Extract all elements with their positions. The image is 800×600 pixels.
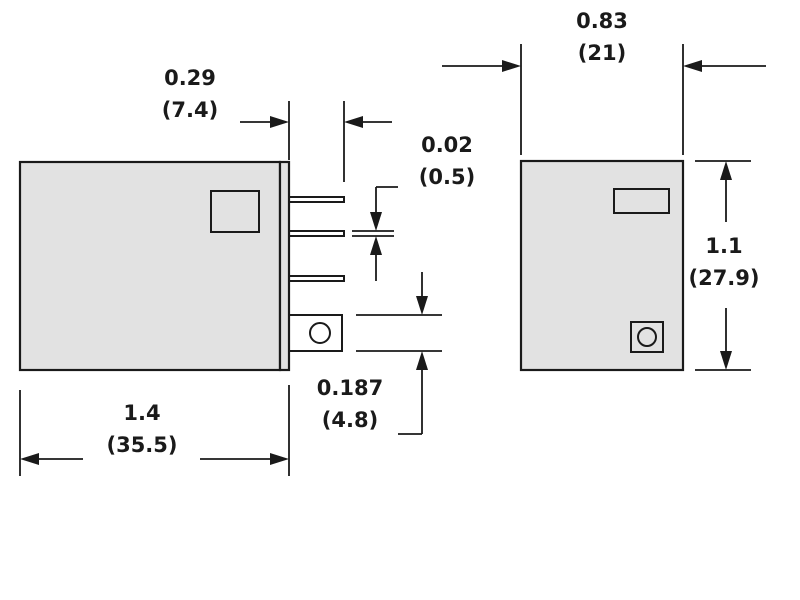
dim-pin-thickness: 0.02 (0.5) (352, 133, 475, 281)
pin-2 (288, 230, 345, 237)
side-marking-square (210, 190, 260, 233)
dim-pin-spacing: 0.29 (7.4) (162, 66, 392, 182)
end-indicator-circle (637, 327, 657, 347)
tab-hole (309, 322, 331, 344)
terminal-header-strip (278, 160, 291, 372)
pin-thickness-inch-label: 0.02 (421, 133, 473, 157)
body-length-inch-label: 1.4 (123, 401, 160, 425)
body-width-inch-label: 0.83 (576, 9, 628, 33)
body-length-mm-label: (35.5) (106, 433, 177, 457)
dim-body-length: 1.4 (35.5) (19, 385, 290, 476)
end-indicator-square (630, 321, 664, 353)
relay-body-side (18, 160, 282, 372)
end-marking-rect (613, 188, 670, 214)
body-width-mm-label: (21) (578, 41, 626, 65)
pin-spacing-inch-label: 0.29 (164, 66, 216, 90)
pin-1 (288, 196, 345, 203)
tab-width-mm-label: (4.8) (322, 408, 378, 432)
end-view (519, 159, 685, 372)
dim-body-height: 1.1 (27.9) (688, 160, 760, 371)
body-height-mm-label: (27.9) (688, 266, 759, 290)
pin-3 (288, 275, 345, 282)
dim-body-width: 0.83 (21) (442, 9, 766, 155)
pin-thickness-mm-label: (0.5) (419, 165, 475, 189)
dim-tab-width: 0.187 (4.8) (317, 272, 442, 435)
side-view (18, 160, 345, 372)
body-height-inch-label: 1.1 (705, 234, 742, 258)
quick-connect-tab (288, 314, 343, 352)
relay-body-end (519, 159, 685, 372)
tab-width-inch-label: 0.187 (317, 376, 383, 400)
pin-spacing-mm-label: (7.4) (162, 98, 218, 122)
